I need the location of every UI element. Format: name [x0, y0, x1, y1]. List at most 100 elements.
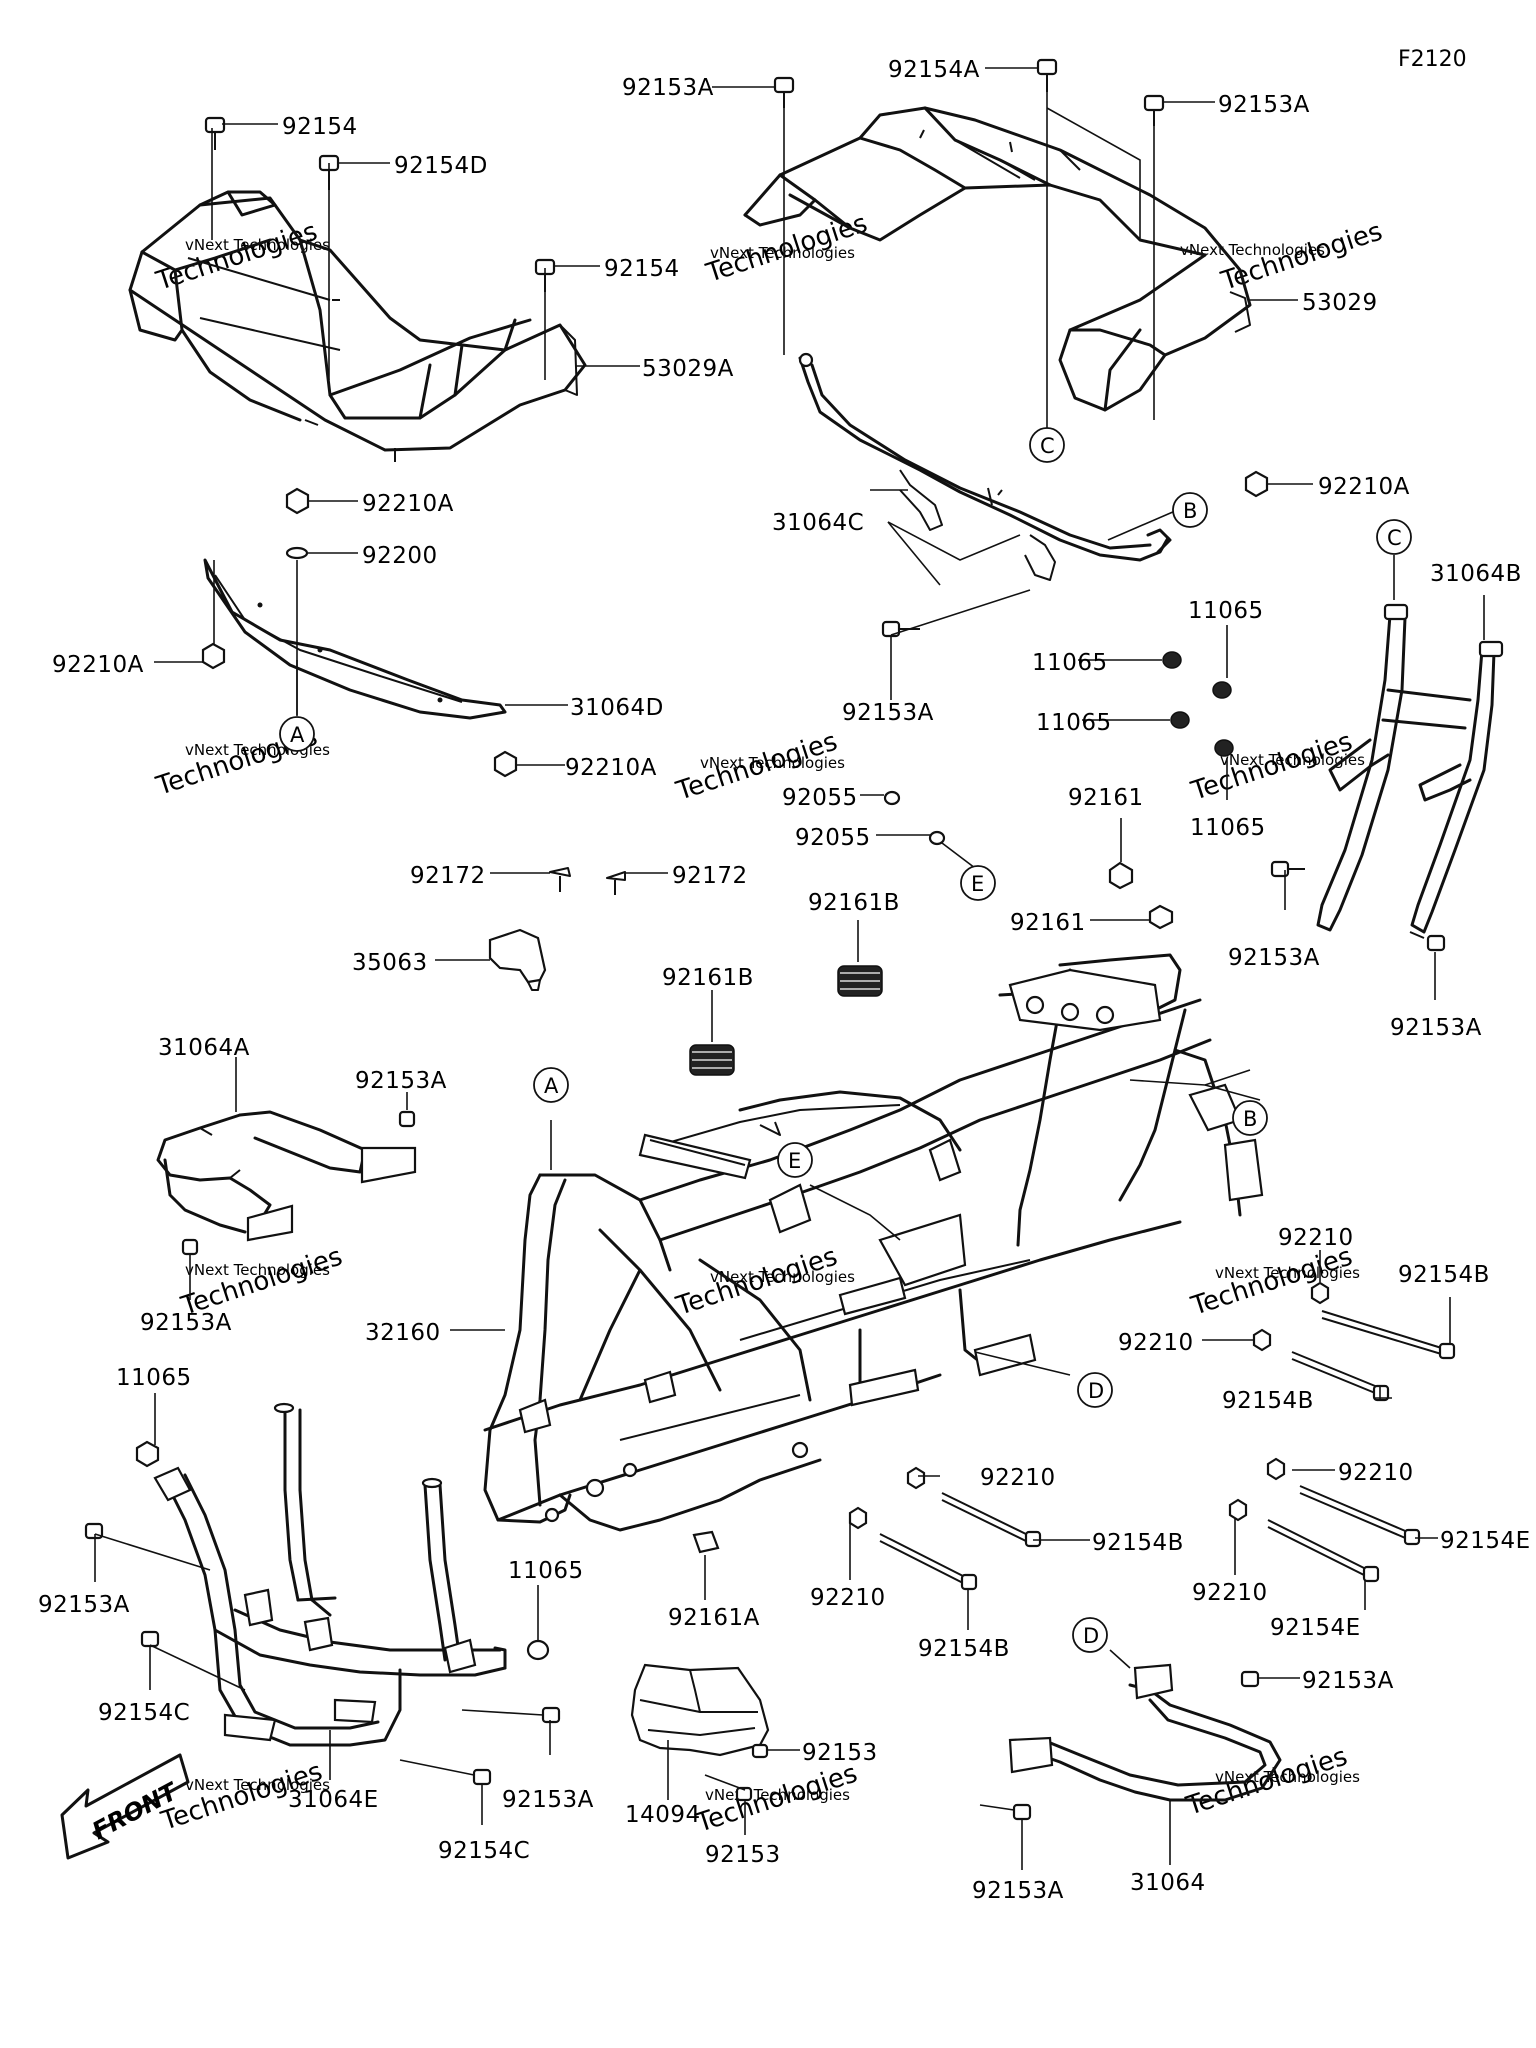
part-label: 92154B [918, 1636, 1010, 1662]
part-label: 92154B [1222, 1388, 1314, 1414]
watermark: vNext Technologies [185, 1776, 330, 1794]
svg-text:B: B [1183, 499, 1197, 523]
svg-text:E: E [971, 872, 984, 896]
part-label: 14094 [625, 1802, 701, 1828]
front-arrow: FRONT [60, 1753, 190, 1860]
bolt [773, 58, 1165, 126]
part-label: 92172 [410, 863, 486, 889]
part-label: 92153A [1302, 1668, 1394, 1694]
svg-text:E: E [788, 1149, 801, 1173]
main-frame-32160 [483, 953, 1264, 1532]
part-label: 53029A [642, 356, 734, 382]
part-label: 92210 [980, 1465, 1056, 1491]
small-parts [488, 790, 1174, 1076]
bracket-31064E [153, 1402, 507, 1747]
part-label: 92210 [1338, 1460, 1414, 1486]
part-label: 92055 [782, 785, 858, 811]
part-labels: 92153A 92154A 92153A 92154 92154D 92154 … [38, 57, 1531, 1904]
part-label: 92210A [362, 491, 454, 517]
part-label: 92200 [362, 543, 438, 569]
watermark: vNext Technologies [1215, 1264, 1360, 1282]
part-label: 11065 [1188, 598, 1264, 624]
part-label: 92153 [705, 1842, 781, 1868]
part-label: 92210A [52, 652, 144, 678]
bracket-31064A [156, 1110, 417, 1242]
svg-text:B: B [1243, 1107, 1257, 1131]
svg-text:D: D [1083, 1624, 1099, 1648]
part-label: 92154E [1440, 1528, 1531, 1554]
part-label: 11065 [116, 1365, 192, 1391]
part-label: 92153A [1218, 92, 1310, 118]
part-label: 11065 [1032, 650, 1108, 676]
watermark: vNext Technologies [710, 244, 855, 262]
part-label: 92210 [1278, 1225, 1354, 1251]
part-label: 92172 [672, 863, 748, 889]
part-label: 92154C [438, 1838, 530, 1864]
bolt [1012, 1670, 1260, 1821]
part-label: 92210 [810, 1585, 886, 1611]
part-label: 92153A [842, 700, 934, 726]
carrier-53029 [743, 106, 1252, 412]
leader-lines [94, 67, 1485, 1870]
svg-text:A: A [544, 1074, 559, 1098]
ref-circle-d: D [1072, 1617, 1108, 1653]
part-label: 92154A [888, 57, 980, 83]
part-label: 31064A [158, 1035, 250, 1061]
nut [201, 487, 518, 778]
ref-circle-c: C [1029, 427, 1065, 463]
bolt [881, 470, 1269, 638]
bracket-31064D [203, 558, 507, 720]
watermark: vNext Technologies [1180, 241, 1325, 259]
part-label: 92153A [502, 1787, 594, 1813]
part-label: 92210A [1318, 474, 1410, 500]
carrier-53029A [128, 190, 587, 462]
part-label: 92154D [394, 153, 488, 179]
part-label: 31064 [1130, 1870, 1206, 1896]
part-label: 31064E [288, 1787, 379, 1813]
svg-text:C: C [1040, 434, 1055, 458]
part-label: 11065 [1190, 815, 1266, 841]
part-label: 92210A [565, 755, 657, 781]
bolt [1270, 860, 1446, 952]
part-label: 92161B [808, 890, 900, 916]
ref-circle-b: B [1172, 492, 1208, 528]
bolt [204, 116, 556, 292]
part-label: 92153A [1228, 945, 1320, 971]
part-label: 92154 [282, 114, 358, 140]
part-label: 32160 [365, 1320, 441, 1346]
bracket-31064B [1316, 603, 1504, 934]
watermark: vNext Technologies [185, 1261, 330, 1279]
part-label: 31064D [570, 695, 664, 721]
part-label: 92154C [98, 1700, 190, 1726]
ref-circle-b: B [1232, 1100, 1268, 1136]
guard-14094 [630, 1530, 770, 1802]
bolt [181, 1110, 416, 1256]
part-label: 92154E [1270, 1615, 1361, 1641]
ref-circle-e: E [960, 865, 996, 901]
part-label: 31064C [772, 510, 864, 536]
part-label: 92153A [38, 1592, 130, 1618]
ref-circle-a: A [533, 1067, 569, 1103]
part-label: 11065 [508, 1558, 584, 1584]
part-label: 92055 [795, 825, 871, 851]
ref-circle-a: A [279, 716, 315, 752]
part-label: 31064B [1430, 561, 1522, 587]
cap [1162, 651, 1234, 757]
ref-circle-d: D [1077, 1372, 1113, 1408]
part-label: 92161 [1010, 910, 1086, 936]
part-label: 92153A [622, 75, 714, 101]
part-label: 35063 [352, 950, 428, 976]
ref-circles: A A B B C C D D E E [279, 427, 1412, 1653]
watermark: vNext Technologies [710, 1268, 855, 1286]
bracket-31064 [1008, 1663, 1282, 1802]
part-label: 92161B [662, 965, 754, 991]
ref-circle-c: C [1376, 519, 1412, 555]
watermark: vNext Technologies [1220, 751, 1365, 769]
part-label: 92153A [972, 1878, 1064, 1904]
part-label: 92210 [1192, 1580, 1268, 1606]
part-label: 92161 [1068, 785, 1144, 811]
watermark: vNext Technologies [705, 1786, 850, 1804]
part-label: 92153A [355, 1068, 447, 1094]
part-label: 92161A [668, 1605, 760, 1631]
